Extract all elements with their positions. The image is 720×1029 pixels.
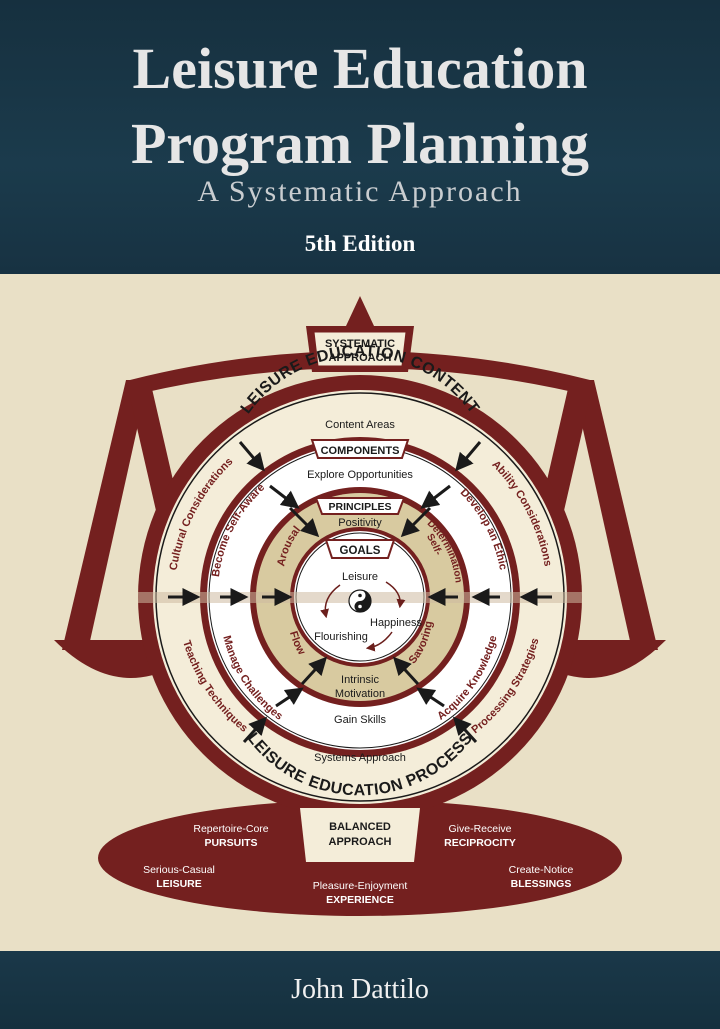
gain-skills: Gain Skills <box>334 714 386 726</box>
systematic-label-2: APPROACH <box>329 352 392 364</box>
principles-banner: PRINCIPLES <box>314 497 406 515</box>
principles-label: PRINCIPLES <box>328 501 391 513</box>
base-item-small: Give-Receive <box>448 823 511 835</box>
motivation-label: Motivation <box>335 688 385 700</box>
systems-approach-label: Systems Approach <box>314 752 406 764</box>
base-item-big: LEISURE <box>156 878 202 890</box>
systematic-approach-box: SYSTEMATIC APPROACH <box>306 326 414 372</box>
components-label: COMPONENTS <box>321 445 400 457</box>
cover-footer <box>0 951 720 1029</box>
intrinsic-label: Intrinsic <box>341 674 379 686</box>
title-line-1: Leisure Education <box>132 36 588 101</box>
balanced-approach-box: BALANCED APPROACH <box>300 808 420 862</box>
balanced-label-2: APPROACH <box>329 836 392 848</box>
title-line-2: Program Planning <box>130 111 590 176</box>
base-item-big: RECIPROCITY <box>444 837 516 849</box>
goal-flourishing: Flourishing <box>314 631 368 643</box>
subtitle: A Systematic Approach <box>197 175 523 208</box>
components-banner: COMPONENTS <box>310 439 410 459</box>
balanced-label-1: BALANCED <box>329 821 391 833</box>
goal-leisure: Leisure <box>342 571 378 583</box>
explore-opportunities: Explore Opportunities <box>307 469 413 481</box>
base-item-small: Pleasure-Enjoyment <box>313 880 408 892</box>
base-item-small: Serious-Casual <box>143 864 215 876</box>
systematic-label-1: SYSTEMATIC <box>325 338 395 350</box>
goal-happiness: Happiness <box>370 617 422 629</box>
goals-banner: GOALS <box>324 539 396 559</box>
edition: 5th Edition <box>304 231 416 256</box>
content-areas-label: Content Areas <box>325 419 395 431</box>
inward-arrows <box>168 441 552 744</box>
base-items: Repertoire-Core PURSUITS Give-Receive RE… <box>143 823 573 906</box>
yin-yang-icon <box>348 589 372 613</box>
base-item-big: BLESSINGS <box>511 878 572 890</box>
base-item-small: Create-Notice <box>509 864 574 876</box>
base-item-big: PURSUITS <box>204 837 257 849</box>
positivity: Positivity <box>338 517 382 529</box>
goals-label: GOALS <box>340 545 381 557</box>
base-item-small: Repertoire-Core <box>193 823 268 835</box>
author-name: John Dattilo <box>291 974 429 1005</box>
scales-diagram: SYSTEMATIC APPROACH LEISURE EDUCATION CO… <box>54 296 666 916</box>
cycle-arrows <box>320 581 406 652</box>
base-item-big: EXPERIENCE <box>326 894 394 906</box>
cover-header: Leisure Education Program Planning A Sys… <box>0 0 720 274</box>
